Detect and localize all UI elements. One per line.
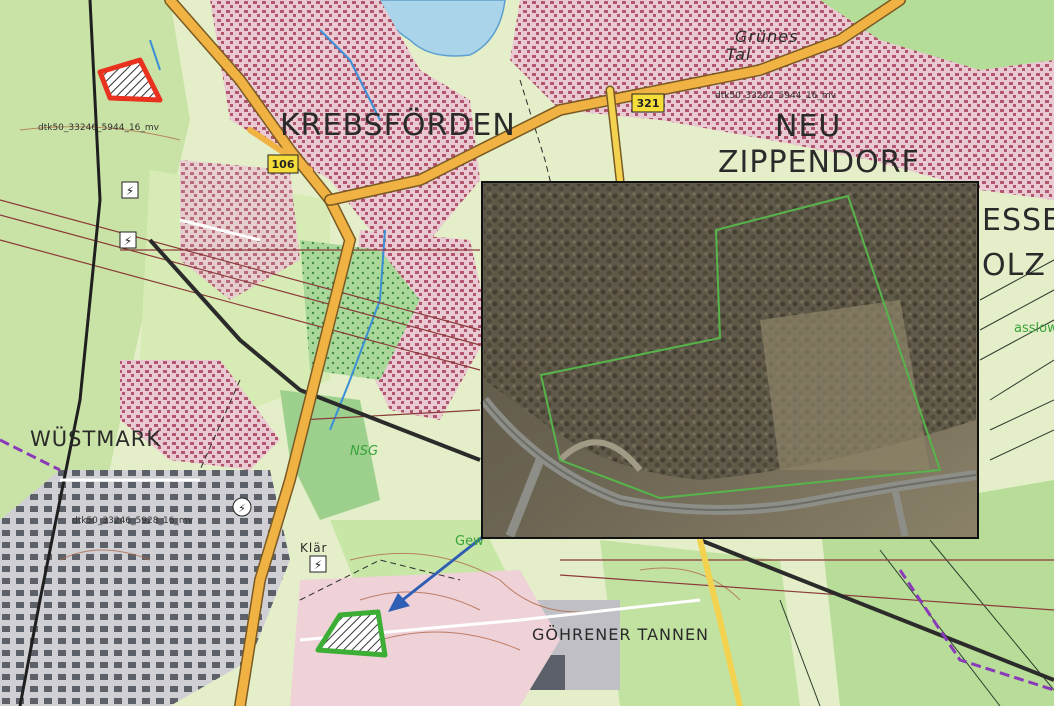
lightning-icon: ⚡ [119, 231, 137, 249]
tile-id-1: dtk50_33246_5944_16_mv [38, 123, 160, 133]
forest-patch [300, 240, 420, 380]
lightning-icon: ⚡ [121, 181, 139, 199]
label-klar: Klär [300, 541, 328, 555]
lightning-icon: ⚡ [309, 555, 327, 573]
power-lines [0, 199, 1054, 611]
railway [148, 238, 1054, 682]
label-esser: ESSER [982, 203, 1054, 238]
site-boundary [539, 194, 942, 500]
lightning-icon: ⚡ [232, 497, 252, 517]
label-zippendorf: ZIPPENDORF [718, 145, 920, 180]
label-wustmark: WÜSTMARK [30, 426, 161, 451]
site-marker-green[interactable] [315, 609, 388, 658]
meadow-area-south [600, 540, 800, 706]
svg-text:⚡: ⚡ [126, 184, 134, 198]
label-gruenes: Grünes [735, 27, 798, 46]
label-asslow: asslow [1014, 321, 1054, 336]
svg-text:⚡: ⚡ [238, 502, 246, 515]
svg-text:⚡: ⚡ [314, 558, 322, 572]
svg-text:321: 321 [637, 97, 660, 110]
pink-zone [290, 570, 560, 706]
boundary-line [0, 438, 61, 472]
label-krebsforden: KREBSFÖRDEN [280, 107, 516, 143]
aerial-side-road [505, 458, 545, 538]
industrial-area [0, 470, 290, 706]
urban-area-wustmark [120, 360, 280, 470]
label-olz: OLZ [982, 248, 1046, 283]
pointer-arrow [388, 533, 486, 612]
road-shield-321: 321 [631, 93, 665, 113]
label-neu: NEU [775, 109, 841, 144]
tile-id-2: dtk50_33262_5944_16_mv [715, 91, 837, 101]
aerial-clearing [760, 300, 930, 470]
svg-text:⚡: ⚡ [124, 234, 132, 248]
urban-area-west [180, 160, 300, 300]
label-tal: Tal [726, 45, 751, 64]
contour-lines [19, 126, 741, 651]
meadow-area-west [0, 0, 190, 640]
rail-west [18, 0, 102, 706]
parcel-lines [779, 259, 1054, 706]
aerial-inset[interactable] [480, 181, 979, 539]
svg-text:106: 106 [272, 158, 295, 171]
tile-id-3: dtk50_33246_5928_16_mv [72, 516, 194, 526]
road-shield-106: 106 [267, 154, 299, 174]
label-nsg: NSG [350, 444, 378, 459]
major-roads [164, 0, 906, 706]
label-gew: Gew [455, 534, 484, 549]
site-marker-red[interactable] [97, 57, 163, 103]
boundary-line-east [898, 569, 1054, 692]
label-gohrener-tannen: GÖHRENER TANNEN [532, 625, 709, 644]
